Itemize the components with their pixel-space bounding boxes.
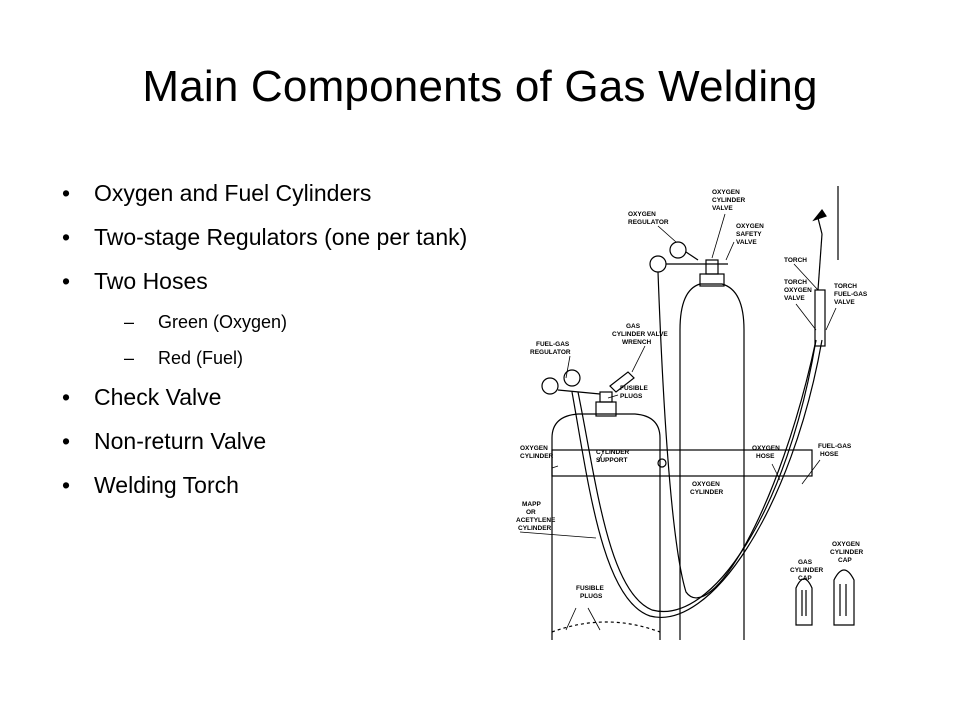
label-line: TORCH <box>784 279 807 286</box>
bullet-item: Oxygen and Fuel Cylinders <box>62 178 502 208</box>
label-line: VALVE <box>834 299 855 306</box>
label-line: HOSE <box>820 451 839 458</box>
label-line: OXYGEN <box>832 541 860 548</box>
label-line: OXYGEN <box>520 445 548 452</box>
label-line: FUEL-GAS <box>536 341 570 348</box>
label-line: OXYGEN <box>784 287 812 294</box>
label-line: FUSIBLE <box>620 385 648 392</box>
label-line: CYLINDER VALVE <box>612 331 668 338</box>
label-line: CAP <box>838 557 852 564</box>
label-line: ACETYLENE <box>516 517 556 524</box>
label-line: CYLINDER <box>518 525 552 532</box>
leader-lines <box>519 213 837 631</box>
sub-bullet-text: Green (Oxygen) <box>158 312 288 332</box>
label-line: PLUGS <box>580 593 603 600</box>
label-line: GAS <box>626 323 641 330</box>
label-line: GAS <box>798 559 813 566</box>
bullet-item: Two Hoses <box>62 266 502 296</box>
bullet-list: Oxygen and Fuel Cylinders Two-stage Regu… <box>62 178 502 514</box>
fuel-gas-cylinder <box>551 391 661 640</box>
label-line: FUEL-GAS <box>834 291 868 298</box>
bullet-item: Welding Torch <box>62 470 502 500</box>
label-line: OXYGEN <box>692 481 720 488</box>
label-torch: TORCH <box>784 257 807 264</box>
dash-marker: – <box>124 348 135 368</box>
label-line: FUSIBLE <box>576 585 604 592</box>
oxygen-regulator <box>649 241 699 273</box>
gas-cylinder-cap <box>795 578 813 626</box>
label-line: SAFETY <box>736 231 762 238</box>
label-line: PLUGS <box>620 393 643 400</box>
label-line: OXYGEN <box>628 211 656 218</box>
label-line: CYLINDER <box>712 197 746 204</box>
sub-bullet-text: Red (Fuel) <box>158 348 244 368</box>
fuel-gas-regulator <box>541 369 635 395</box>
label-line: OXYGEN <box>736 223 764 230</box>
bullet-item: Check Valve <box>62 382 502 412</box>
sub-bullet-item: – Green (Oxygen) <box>62 310 502 334</box>
oxygen-cylinder-cap <box>833 569 855 626</box>
label-line: HOSE <box>756 453 775 460</box>
hoses <box>571 271 823 618</box>
label-line: OXYGEN <box>712 189 740 196</box>
dash-marker: – <box>124 312 135 332</box>
label-line: CYLINDER <box>830 549 864 556</box>
label-line: SUPPORT <box>596 457 627 464</box>
label-line: VALVE <box>784 295 805 302</box>
label-line: VALVE <box>712 205 733 212</box>
label-line: MAPP <box>522 501 541 508</box>
oxygen-cylinder <box>679 259 745 640</box>
label-line: OR <box>526 509 536 516</box>
label-line: REGULATOR <box>628 219 669 226</box>
label-line: CYLINDER <box>596 449 630 456</box>
label-line: WRENCH <box>622 339 652 346</box>
label-line: OXYGEN <box>752 445 780 452</box>
label-line: CYLINDER <box>520 453 554 460</box>
sub-bullet-item: – Red (Fuel) <box>62 346 502 370</box>
label-line: FUEL-GAS <box>818 443 852 450</box>
label-line: CAP <box>798 575 812 582</box>
cylinder-support <box>551 449 813 477</box>
label-line: CYLINDER <box>790 567 824 574</box>
label-line: CYLINDER <box>690 489 724 496</box>
welding-torch <box>812 186 839 347</box>
label-line: VALVE <box>736 239 757 246</box>
label-line: TORCH <box>834 283 857 290</box>
slide-title: Main Components of Gas Welding <box>142 62 818 111</box>
bullet-item: Two-stage Regulators (one per tank) <box>62 222 502 252</box>
label-line: REGULATOR <box>530 349 571 356</box>
label-line: TORCH <box>784 257 807 264</box>
bullet-item: Non-return Valve <box>62 426 502 456</box>
